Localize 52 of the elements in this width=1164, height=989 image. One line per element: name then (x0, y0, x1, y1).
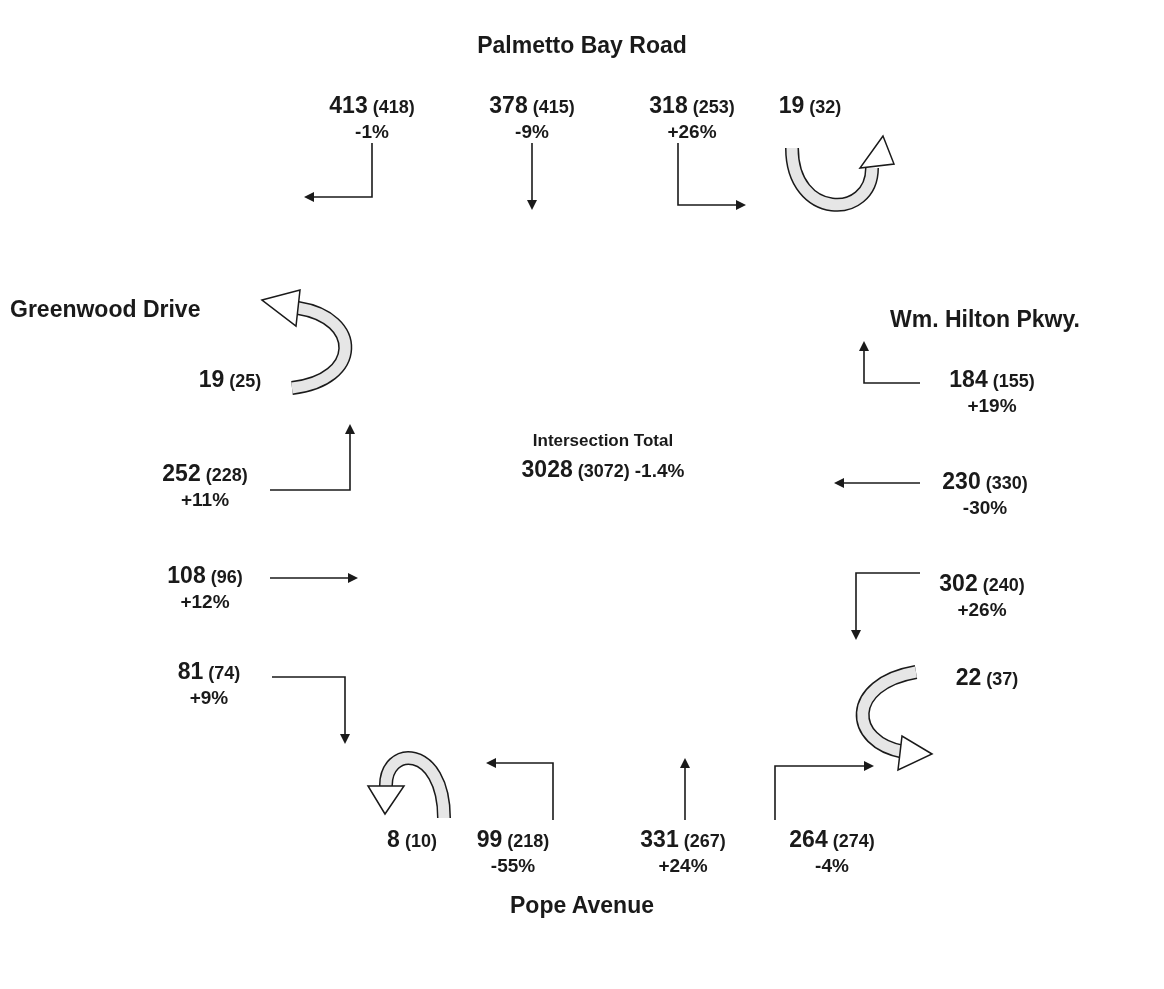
previous-count: (3072) (577, 460, 630, 483)
road-name: Greenwood Drive (10, 296, 201, 322)
road-name: Pope Avenue (510, 892, 654, 918)
previous-count: (10) (404, 830, 437, 853)
vehicle-count: 230 (942, 468, 981, 494)
percent-change: -1% (355, 120, 389, 144)
vehicle-count: 8 (387, 826, 400, 852)
previous-count: (228) (205, 464, 248, 487)
vehicle-count: 378 (489, 92, 528, 118)
vehicle-count: 81 (177, 658, 204, 684)
percent-change: -30% (962, 496, 1008, 520)
vehicle-count: 108 (167, 562, 206, 588)
vehicle-count: 184 (949, 366, 988, 392)
previous-count: (25) (229, 370, 262, 393)
percent-change: +26% (957, 598, 1007, 622)
previous-count: (37) (986, 668, 1019, 691)
percent-change: +19% (967, 394, 1017, 418)
previous-count: (418) (372, 96, 415, 119)
percent-change: -1.4% (634, 459, 685, 483)
percent-change: -4% (815, 854, 849, 878)
previous-count: (218) (507, 830, 550, 853)
vehicle-count: 413 (329, 92, 368, 118)
vehicle-count: 302 (939, 570, 978, 596)
previous-count: (74) (208, 662, 241, 685)
percent-change: +9% (189, 686, 229, 710)
vehicle-count: 252 (162, 460, 201, 486)
road-name: Palmetto Bay Road (477, 32, 687, 58)
percent-change: +11% (180, 488, 230, 512)
previous-count: (96) (210, 566, 243, 589)
vehicle-count: 331 (640, 826, 679, 852)
percent-change: -55% (490, 854, 536, 878)
previous-count: (253) (692, 96, 735, 119)
vehicle-count: 264 (789, 826, 828, 852)
total-label: Intersection Total (532, 431, 674, 450)
previous-count: (240) (982, 574, 1025, 597)
percent-change: +26% (667, 120, 717, 144)
vehicle-count: 99 (476, 826, 503, 852)
vehicle-count: 19 (198, 366, 225, 392)
percent-change: -9% (515, 120, 549, 144)
vehicle-count: 318 (649, 92, 688, 118)
vehicle-count: 3028 (521, 456, 573, 482)
vehicle-count: 19 (778, 92, 805, 118)
previous-count: (155) (992, 370, 1035, 393)
percent-change: +24% (658, 854, 708, 878)
previous-count: (274) (832, 830, 875, 853)
previous-count: (330) (985, 472, 1028, 495)
road-name: Wm. Hilton Pkwy. (890, 306, 1080, 332)
previous-count: (415) (532, 96, 575, 119)
previous-count: (32) (809, 96, 842, 119)
percent-change: +12% (180, 590, 230, 614)
vehicle-count: 22 (955, 664, 982, 690)
previous-count: (267) (683, 830, 726, 853)
